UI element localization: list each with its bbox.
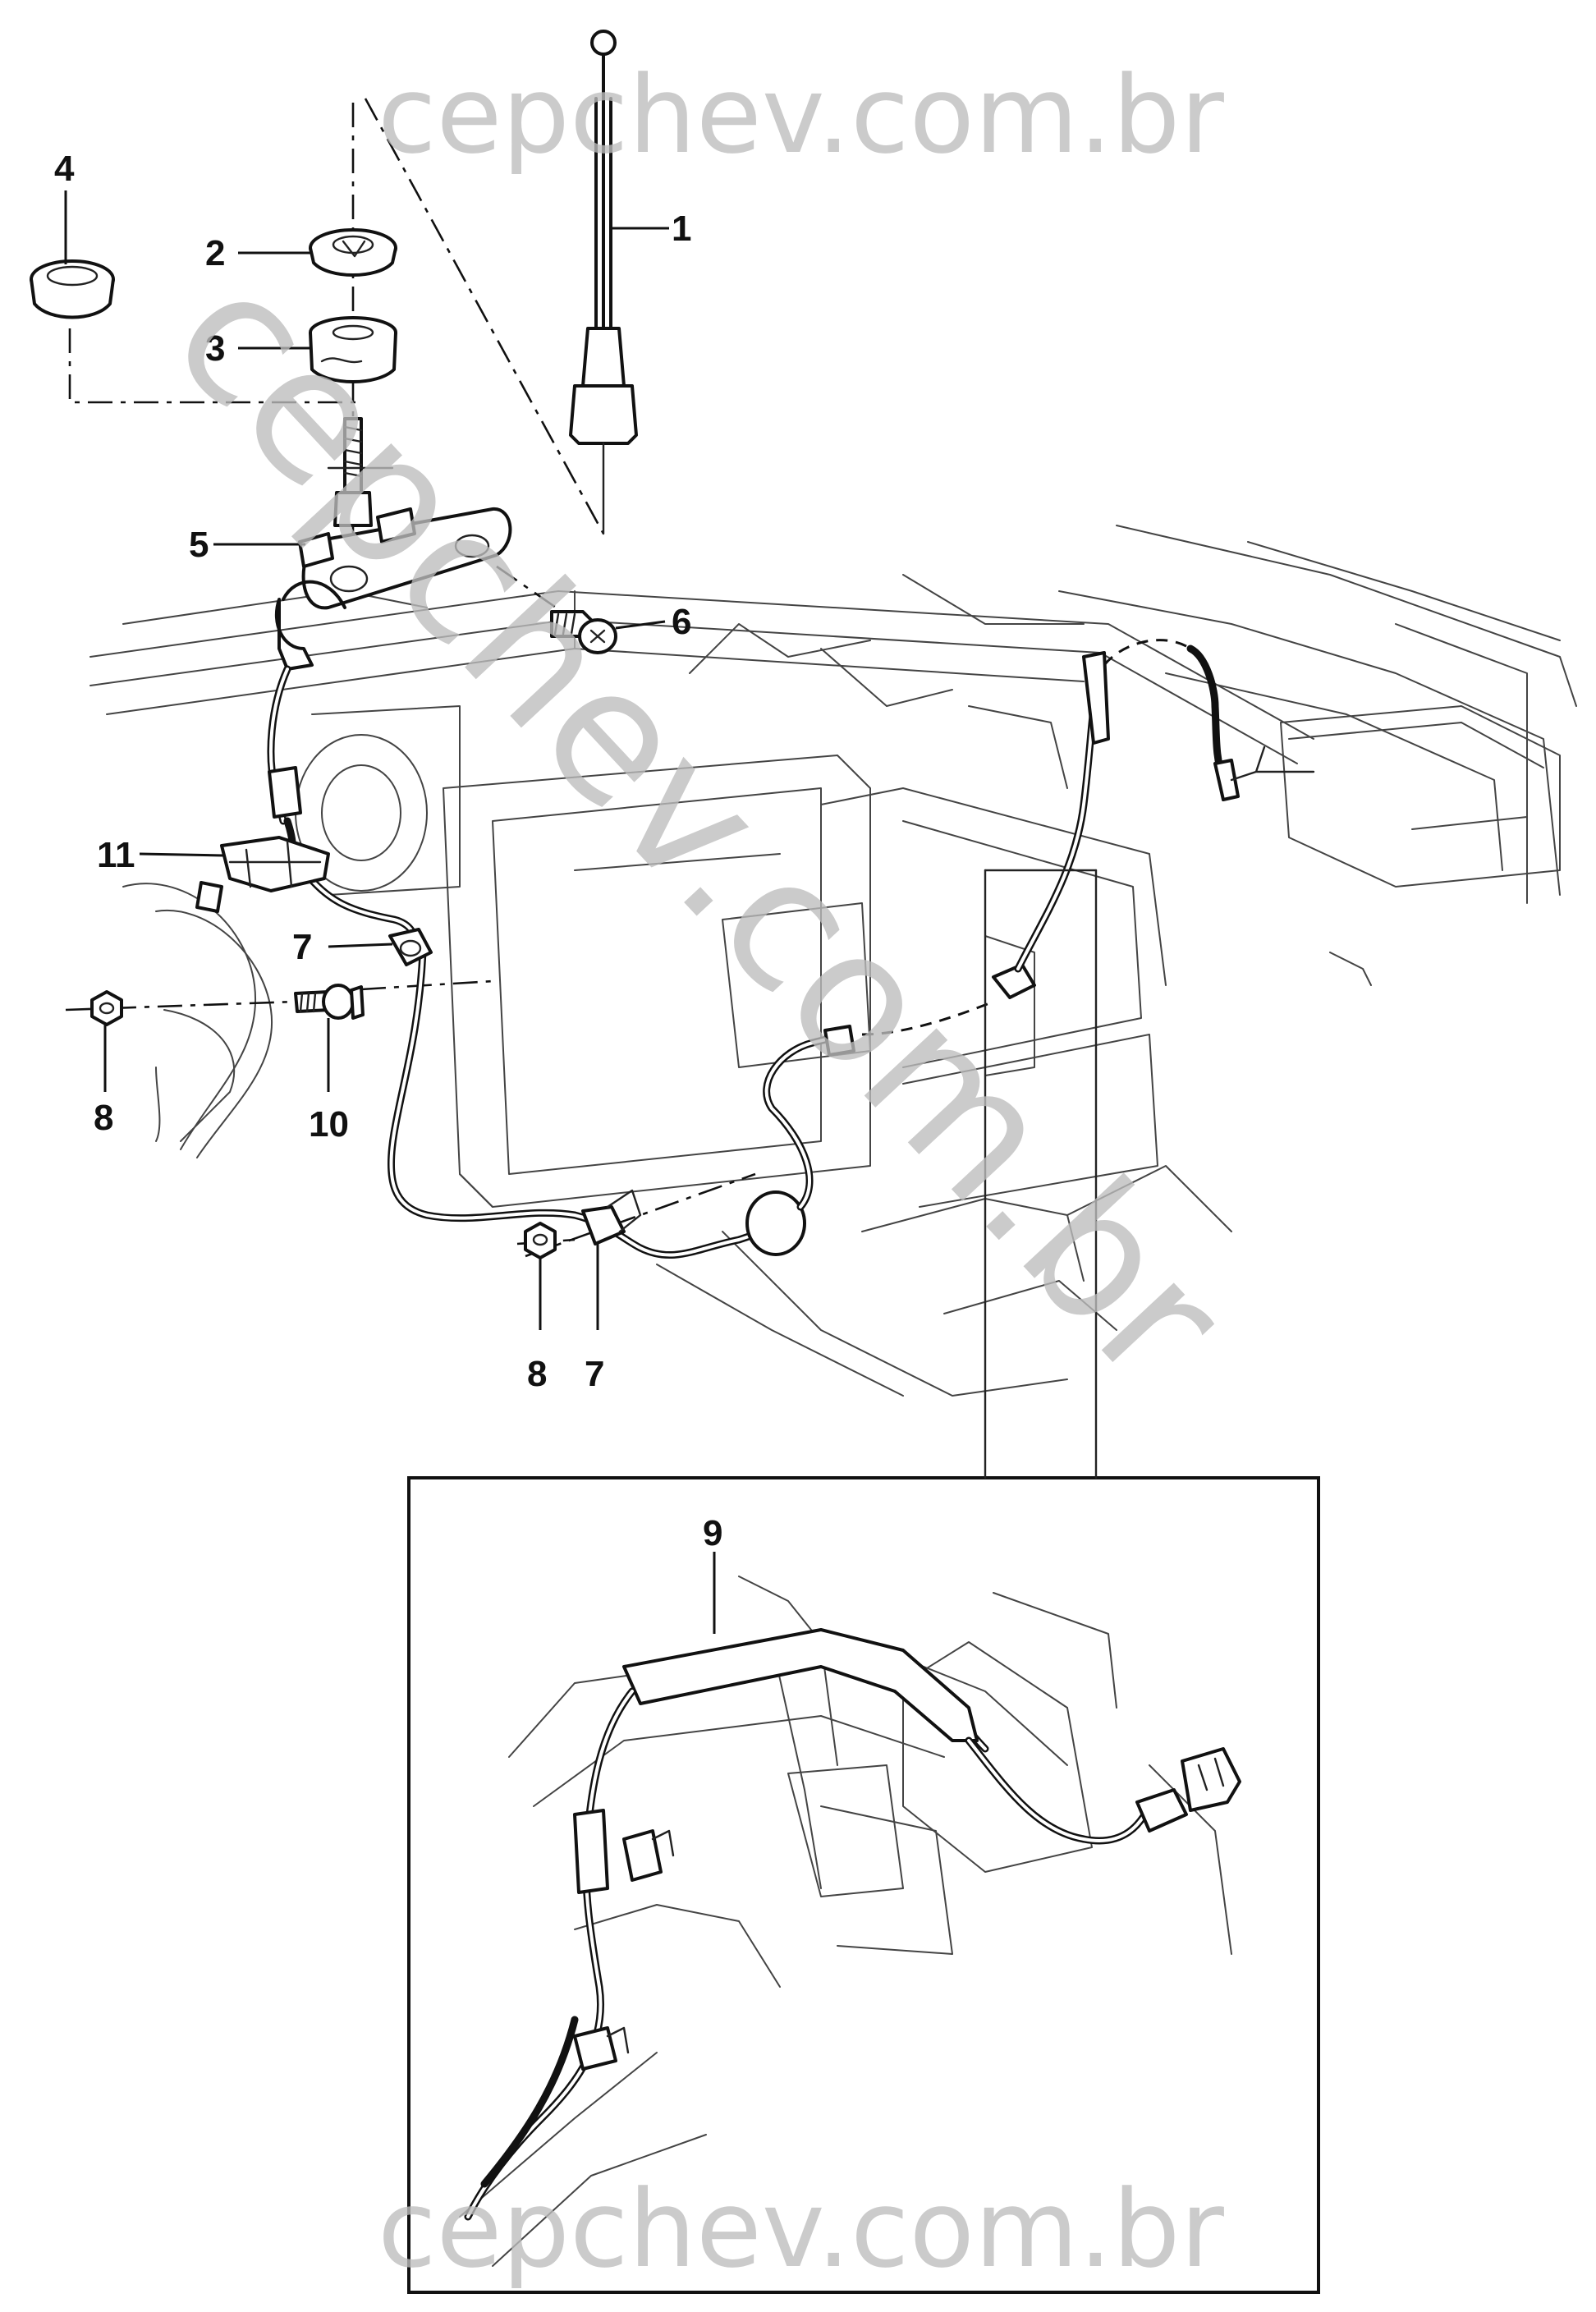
bushing-icon[interactable] — [309, 316, 397, 383]
nut-icon[interactable] — [524, 1222, 557, 1259]
nut-cap-icon[interactable] — [309, 228, 397, 277]
callout-7-lower: 7 — [585, 1354, 604, 1394]
antenna-cable — [267, 639, 1315, 1259]
callout-8-lower: 8 — [527, 1354, 547, 1394]
callout-7-upper: 7 — [292, 927, 312, 967]
callout-10: 10 — [309, 1104, 349, 1145]
cable-clip-icon[interactable] — [195, 836, 330, 913]
bolt-icon[interactable] — [294, 984, 365, 1020]
callout-5: 5 — [189, 525, 209, 565]
callout-11: 11 — [97, 835, 135, 875]
callout-2: 2 — [205, 233, 225, 273]
grommet-clip-icon[interactable] — [388, 928, 433, 966]
antenna-base-icon[interactable] — [274, 417, 512, 671]
antenna-mast-icon[interactable] — [569, 30, 638, 535]
inset-detail-panel — [407, 869, 1320, 2294]
callout-9: 9 — [703, 1513, 722, 1553]
callout-4: 4 — [54, 149, 75, 189]
watermark-diagonal: cepchev.com.br — [133, 231, 1264, 1422]
watermark-top: cepchev.com.br — [378, 53, 1224, 177]
nut-icon[interactable] — [90, 990, 123, 1026]
callout-8-left: 8 — [94, 1098, 113, 1138]
vehicle-body-background — [89, 525, 1577, 1397]
plug-cap-icon[interactable] — [30, 259, 115, 319]
callout-labels: 1 2 3 4 5 6 7 7 8 8 9 10 11 — [54, 149, 722, 1553]
callout-1: 1 — [672, 209, 691, 249]
screw-icon[interactable] — [550, 610, 617, 654]
leader-lines — [64, 190, 716, 1634]
callout-3: 3 — [205, 328, 225, 369]
grommet-clip-icon[interactable] — [581, 1189, 642, 1245]
callout-6: 6 — [672, 602, 691, 642]
watermark-bottom: cepchev.com.br — [378, 2167, 1224, 2291]
